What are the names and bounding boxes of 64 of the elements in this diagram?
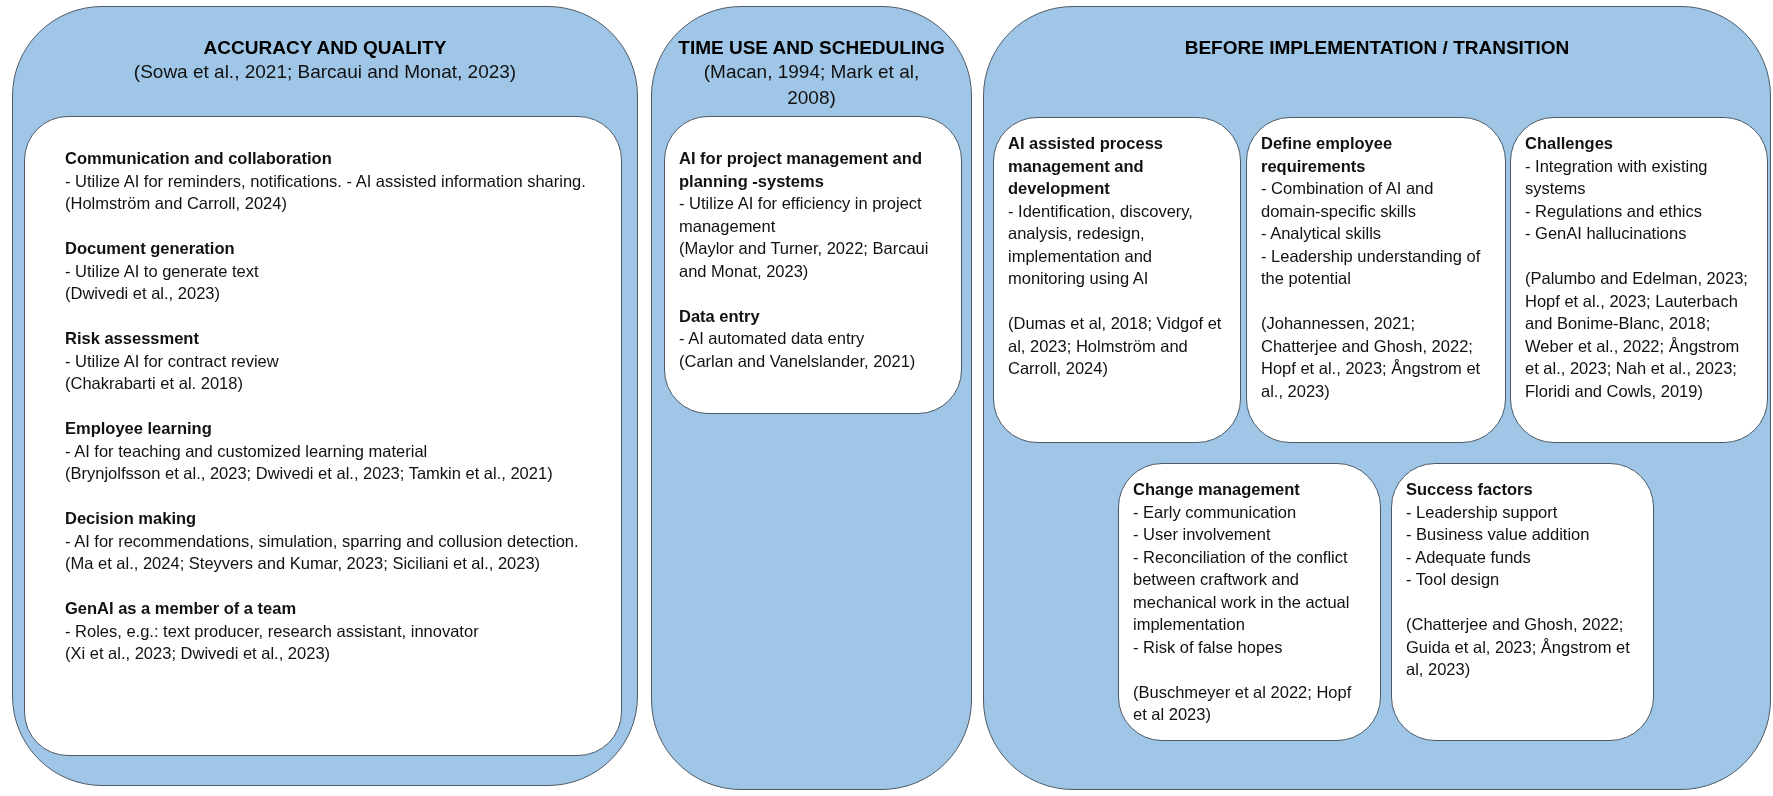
bullet-text: - Integration with existing systems [1525, 155, 1709, 199]
panel-title: BEFORE IMPLEMENTATION / TRANSITION [1183, 37, 1571, 59]
topic-card [24, 116, 622, 756]
citation-text: (Dwivedi et al., 2023) [65, 283, 221, 304]
section-heading: Decision making [65, 508, 198, 529]
bullet-text: - Utilize AI to generate text [65, 260, 260, 282]
bullet-text: - Regulations and ethics [1525, 200, 1704, 222]
topic-card [664, 116, 962, 414]
bullet-text: - Utilize AI for reminders, notifications. - AI assisted information sharing. [65, 170, 587, 192]
bullet-text: - Identification, discovery, analysis, redesign, implementation and monitoring using AI [1008, 200, 1194, 289]
section-heading: Communication and collaboration [65, 148, 333, 169]
citation-text: (Brynjolfsson et al., 2023; Dwivedi et al., 2023; Tamkin et al., 2021) [65, 463, 554, 484]
category-panel [651, 6, 972, 790]
bullet-text: - Risk of false hopes [1133, 636, 1284, 658]
topic-card [1391, 463, 1654, 741]
section-heading: Challenges [1525, 133, 1615, 154]
topic-card [1246, 117, 1506, 443]
bullet-text: - Business value addition [1406, 524, 1591, 545]
bullet-text: - Roles, e.g.: text producer, research assistant, innovator [65, 620, 480, 642]
section-heading: Change management [1133, 479, 1301, 500]
section-heading: AI assisted process management and development [1008, 133, 1164, 199]
panel-title: ACCURACY AND QUALITY [202, 37, 448, 59]
bullet-text: - Early communication [1133, 501, 1298, 523]
section-heading: Employee learning [65, 418, 213, 439]
bullet-text: - Combination of AI and domain-specific skills [1261, 178, 1435, 222]
bullet-text: - Tool design [1406, 569, 1501, 590]
citation-text: (Ma et al., 2024; Steyvers and Kumar, 2023; Siciliani et al., 2023) [65, 553, 542, 574]
bullet-text: - Analytical skills [1261, 223, 1383, 244]
citation-text: (Holmström and Carroll, 2024) [65, 193, 288, 214]
topic-card [1118, 463, 1381, 741]
section-heading: Define employee requirements [1261, 133, 1394, 177]
bullet-text: - AI for teaching and customized learning material [65, 440, 429, 462]
citation-text: (Chakrabarti et al. 2018) [65, 373, 244, 394]
bullet-text: - Utilize AI for contract review [65, 350, 280, 372]
citation-text: (Dumas et al, 2018; Vidgof et al, 2023; Holmström and Carroll, 2024) [1008, 313, 1223, 379]
citation-text: (Carlan and Vanelslander, 2021) [679, 350, 917, 372]
bullet-text: - Reconciliation of the conflict between craftwork and mechanical work in the actual implementation [1133, 546, 1351, 635]
citation-text: (Palumbo and Edelman, 2023; Hopf et al., 2023; Lauterbach and Bonime-Blanc, 2018; Weber et al., 2022; Ångstrom et al., 2023; Nah et al., 2023; Floridi and Cowls, 2019) [1525, 268, 1749, 402]
bullet-text: - User involvement [1133, 524, 1272, 545]
citation-text: (Johannessen, 2021; Chatterjee and Ghosh, 2022; Hopf et al., 2023; Ångstrom et al., 2023) [1261, 313, 1482, 402]
bullet-text: - Adequate funds [1406, 546, 1532, 568]
topic-card [993, 117, 1241, 443]
citation-text: (Macan, 1994; Mark et al, 2008) [702, 60, 921, 110]
section-heading: AI for project management and planning -systems [679, 148, 923, 192]
section-heading: Risk assessment [65, 328, 200, 349]
section-heading: Success factors [1406, 479, 1534, 500]
section-heading: Document generation [65, 238, 236, 259]
section-heading: Data entry [679, 305, 761, 327]
section-heading: GenAI as a member of a team [65, 598, 298, 619]
citation-text: (Sowa et al., 2021; Barcaui and Monat, 2023) [132, 60, 518, 84]
category-panel [983, 6, 1771, 790]
bullet-text: - Leadership support [1406, 501, 1559, 523]
category-panel [12, 6, 638, 786]
bullet-text: - AI automated data entry [679, 328, 866, 349]
topic-card [1510, 117, 1768, 443]
bullet-text: - Leadership understanding of the potential [1261, 245, 1482, 289]
panel-title: TIME USE AND SCHEDULING [677, 37, 946, 59]
bullet-text: - AI for recommendations, simulation, sparring and collusion detection. [65, 530, 580, 552]
citation-text: (Xi et al., 2023; Dwivedi et al., 2023) [65, 643, 332, 664]
bullet-text: - Utilize AI for efficiency in project management [679, 193, 923, 237]
citation-text: (Chatterjee and Ghosh, 2022; Guida et al, 2023; Ångstrom et al, 2023) [1406, 614, 1631, 680]
citation-text: (Maylor and Turner, 2022; Barcaui and Monat, 2023) [679, 238, 930, 282]
citation-text: (Buschmeyer et al 2022; Hopf et al 2023) [1133, 681, 1353, 725]
bullet-text: - GenAI hallucinations [1525, 223, 1688, 244]
